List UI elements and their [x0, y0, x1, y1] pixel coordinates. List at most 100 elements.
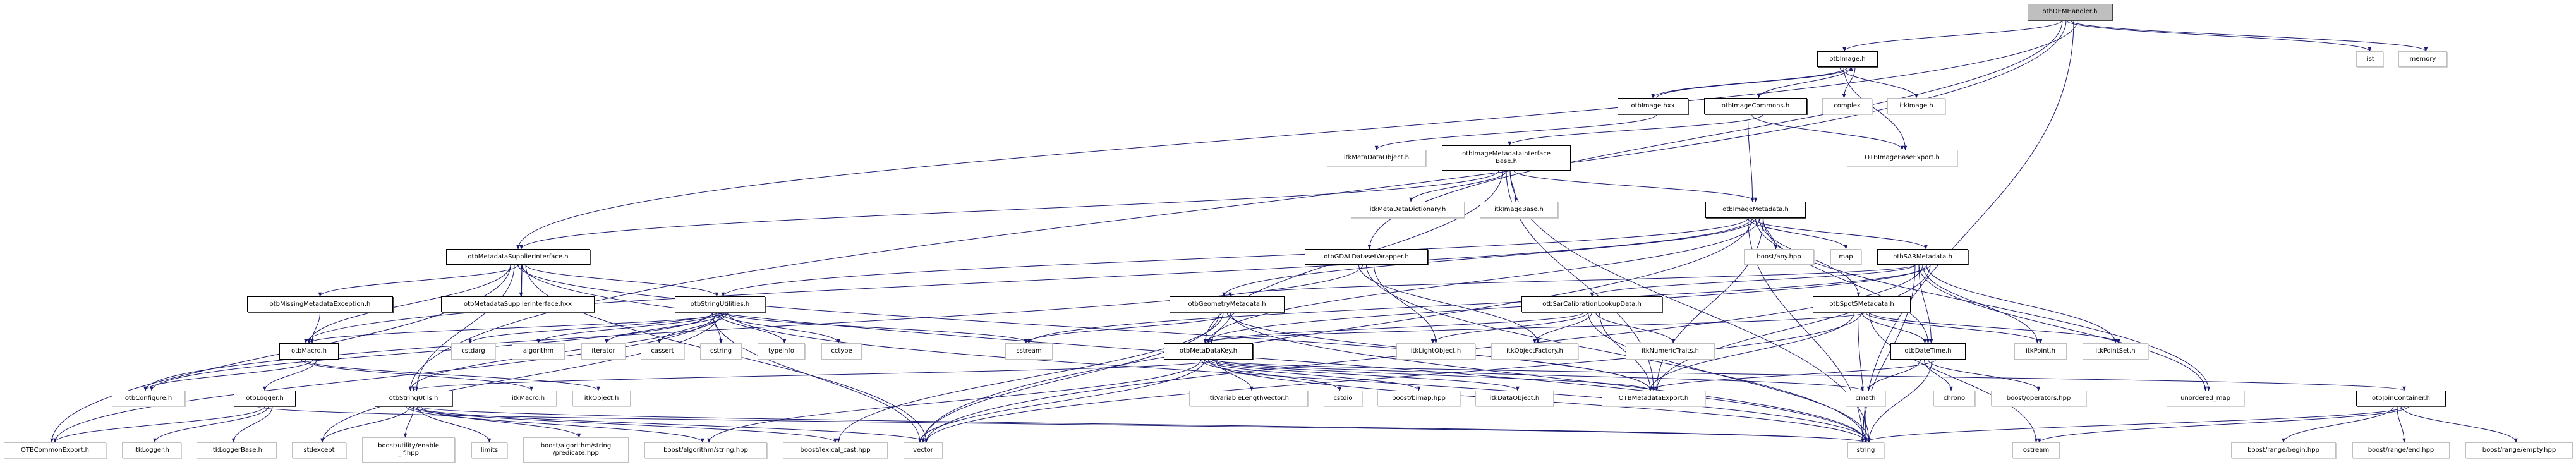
- node-itknumerictraits-h[interactable]: itkNumericTraits.h: [1626, 343, 1715, 360]
- node-itkimage-h[interactable]: itkImage.h: [1887, 98, 1945, 114]
- node-ostream[interactable]: ostream: [2012, 442, 2060, 458]
- node-otbgeometrymetadata-h[interactable]: otbGeometryMetadata.h: [1170, 296, 1285, 312]
- edge-otbstringutilities-h-to-otbcommonexport-h: [53, 312, 717, 443]
- edge-otbstringutilities-h-to-sstream: [723, 312, 1031, 344]
- node-itkobjectfactory-h[interactable]: itkObjectFactory.h: [1491, 343, 1578, 360]
- node-boost-algorithm-string-hpp[interactable]: boost/algorithm/string.hpp: [644, 442, 767, 458]
- node-typeinfo[interactable]: typeinfo: [758, 343, 805, 360]
- node-otbdemhandler-h[interactable]: otbDEMHandler.h: [2028, 4, 2112, 20]
- node-otbmetadatasupplierinterface-h[interactable]: otbMetadataSupplierInterface.h: [446, 249, 590, 265]
- edge-otbdemhandler-h-to-otbmetadatasupplierinterface-h: [516, 20, 2078, 250]
- edge-otbgdaldatasetwrapper-h-to-itklightobject-h: [1374, 264, 1438, 344]
- node-otbmacro-h[interactable]: otbMacro.h: [279, 343, 339, 360]
- node-otbmetadatakey-h[interactable]: otbMetaDataKey.h: [1164, 343, 1253, 360]
- node-algorithm[interactable]: algorithm: [512, 343, 565, 360]
- edge-otbimagecommons-h-to-otbimagemetadatainterfacebase-h: [1508, 114, 1763, 146]
- edge-otbdemhandler-h-to-string: [1861, 20, 2074, 443]
- edge-otbdemhandler-h-to-list: [2065, 20, 2372, 52]
- edge-otbimage-h-to-complex: [1842, 66, 1856, 99]
- node-boost-operators-hpp[interactable]: boost/operators.hpp: [1991, 391, 2086, 406]
- node-itklightobject-h[interactable]: itkLightObject.h: [1396, 343, 1475, 360]
- node-cstdio[interactable]: cstdio: [1324, 391, 1362, 406]
- node-list[interactable]: list: [2356, 51, 2383, 67]
- node-itkpointset-h[interactable]: itkPointSet.h: [2083, 343, 2148, 360]
- edge-otbjoincontainer-h-to-string: [1864, 406, 2405, 443]
- node-itkmetadatadictionary-h[interactable]: itkMetaDataDictionary.h: [1351, 202, 1465, 218]
- edge-otbdatetime-h-to-otbmetadataexport-h: [1648, 359, 1936, 391]
- node-otbstringutils-h[interactable]: otbStringUtils.h: [375, 391, 452, 406]
- edge-otbmetadatakey-h-to-cstdio: [1200, 359, 1342, 391]
- node-boost-algorithm-string-predicate-hpp[interactable]: boost/algorithm/string /predicate.hpp: [523, 437, 629, 463]
- edge-otbmetadatakey-h-to-boost-algorithm-string-hpp: [707, 359, 1201, 443]
- edge-otblogger-h-to-itklogger-h: [153, 406, 269, 443]
- node-otbspot5metadata-h[interactable]: otbSpot5Metadata.h: [1813, 296, 1911, 312]
- node-itkvariablelengthvector-h[interactable]: itkVariableLengthVector.h: [1189, 391, 1308, 406]
- edge-otbsarcalibrationlookupdata-h-to-itknumerictraits-h: [1595, 312, 1676, 344]
- node-complex[interactable]: complex: [1822, 98, 1872, 114]
- node-itkdataobject-h[interactable]: itkDataObject.h: [1475, 391, 1554, 406]
- node-otbimage-h[interactable]: otbImage.h: [1817, 51, 1878, 67]
- node-cctype[interactable]: cctype: [821, 343, 862, 360]
- edge-otbstringutilities-h-to-cstdarg: [468, 312, 717, 344]
- node-chrono[interactable]: chrono: [1933, 391, 1975, 406]
- node-itkloggerbase-h[interactable]: itkLoggerBase.h: [197, 442, 277, 458]
- node-otbstringutilities-h[interactable]: otbStringUtilities.h: [675, 296, 765, 312]
- node-string[interactable]: string: [1847, 442, 1884, 458]
- node-itkmetadataobject-h[interactable]: itkMetaDataObject.h: [1327, 150, 1426, 166]
- node-boost-any-hpp[interactable]: boost/any.hpp: [1744, 249, 1814, 265]
- node-otblogger-h[interactable]: otbLogger.h: [234, 391, 296, 406]
- edge-otbsarcalibrationlookupdata-h-to-itkobjectfactory-h: [1533, 312, 1592, 344]
- node-vector[interactable]: vector: [904, 442, 943, 458]
- node-otbmetadataexport-h[interactable]: OTBMetadataExport.h: [1602, 391, 1705, 406]
- node-cassert[interactable]: cassert: [641, 343, 684, 360]
- node-otbimage-hxx[interactable]: otbImage.hxx: [1618, 98, 1688, 114]
- edge-otbjoincontainer-h-to-ostream: [2037, 406, 2409, 443]
- node-otbmissingmetadataexception-h[interactable]: otbMissingMetadataException.h: [247, 296, 393, 312]
- node-limits[interactable]: limits: [471, 442, 507, 458]
- edge-otbimage-hxx-to-itkmetadataobject-h: [1374, 114, 1657, 150]
- node-otbimagemetadatainterfacebase-h[interactable]: otbImageMetadataInterface Base.h: [1442, 145, 1571, 171]
- node-otbmetadatasupplierinterface-hxx[interactable]: otbMetadataSupplierInterface.hxx: [441, 296, 595, 312]
- node-unordered-map[interactable]: unordered_map: [2167, 391, 2244, 406]
- edge-otbgdaldatasetwrapper-h-to-otbconfigure-h: [143, 264, 1363, 391]
- node-iterator[interactable]: iterator: [581, 343, 626, 360]
- node-map[interactable]: map: [1830, 249, 1861, 265]
- edge-otbimagemetadatainterfacebase-h-to-otbimagemetadata-h: [1513, 170, 1758, 202]
- edge-otbgdaldatasetwrapper-h-to-itkobjectfactory-h: [1358, 264, 1540, 344]
- edge-otbstringutils-h-to-vector: [413, 406, 928, 443]
- node-stdexcept[interactable]: stdexcept: [292, 442, 346, 458]
- node-otbimagemetadata-h[interactable]: otbImageMetadata.h: [1705, 202, 1806, 218]
- node-boost-range-empty-hpp[interactable]: boost/range/empty.hpp: [2465, 442, 2573, 458]
- node-sstream[interactable]: sstream: [1005, 343, 1053, 360]
- node-itkimagebase-h[interactable]: itkImageBase.h: [1480, 202, 1558, 218]
- edge-otbdatetime-h-to-chrono: [1924, 359, 1953, 391]
- node-memory[interactable]: memory: [2398, 51, 2447, 67]
- edge-otbimagemetadata-h-to-map: [1748, 217, 1848, 250]
- node-otbimagebaseexport-h[interactable]: OTBImageBaseExport.h: [1847, 150, 1957, 166]
- node-otbconfigure-h[interactable]: otbConfigure.h: [112, 391, 185, 406]
- edge-otbdemhandler-h-to-memory: [2069, 20, 2428, 52]
- node-boost-range-begin-hpp[interactable]: boost/range/begin.hpp: [2231, 442, 2336, 458]
- node-otbjoincontainer-h[interactable]: otbJoinContainer.h: [2356, 391, 2446, 406]
- node-otbsarcalibrationlookupdata-h[interactable]: otbSarCalibrationLookupData.h: [1521, 296, 1662, 312]
- node-otbdatetime-h[interactable]: otbDateTime.h: [1890, 343, 1966, 360]
- node-otbsarmetadata-h[interactable]: otbSARMetadata.h: [1877, 249, 1968, 265]
- node-boost-utility-enable-if-hpp[interactable]: boost/utility/enable _if.hpp: [362, 437, 455, 463]
- node-itkpoint-h[interactable]: itkPoint.h: [2014, 343, 2067, 360]
- edge-otbdemhandler-h-to-otbstringutils-h: [408, 20, 2067, 391]
- node-otbimagecommons-h[interactable]: otbImageCommons.h: [1704, 98, 1807, 114]
- node-cstdarg[interactable]: cstdarg: [451, 343, 495, 360]
- node-cstring[interactable]: cstring: [700, 343, 742, 360]
- node-itklogger-h[interactable]: itkLogger.h: [122, 442, 181, 458]
- node-boost-range-end-hpp[interactable]: boost/range/end.hpp: [2352, 442, 2450, 458]
- node-cmath[interactable]: cmath: [1846, 391, 1885, 406]
- node-itkobject-h[interactable]: itkObject.h: [572, 391, 631, 406]
- edge-otbspot5metadata-h-to-otbmetadataexport-h: [1648, 312, 1854, 391]
- node-boost-bimap-hpp[interactable]: boost/bimap.hpp: [1377, 391, 1460, 406]
- node-boost-lexical-cast-hpp[interactable]: boost/lexical_cast.hpp: [783, 442, 888, 458]
- node-itkmacro-h[interactable]: itkMacro.h: [500, 391, 557, 406]
- node-otbgdaldatasetwrapper-h[interactable]: otbGDALDatasetWrapper.h: [1305, 249, 1428, 265]
- edge-otbsarcalibrationlookupdata-h-to-string: [1588, 312, 1871, 443]
- node-otbcommonexport-h[interactable]: OTBCommonExport.h: [4, 442, 106, 458]
